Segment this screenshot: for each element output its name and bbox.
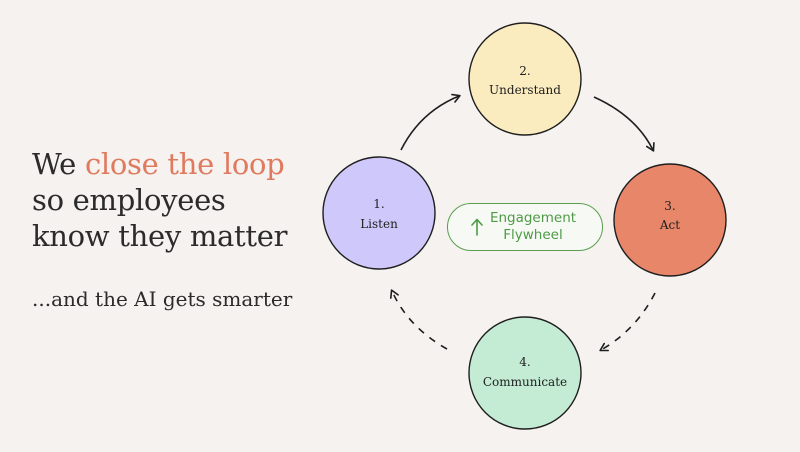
headline-line-2: so employees xyxy=(32,183,226,217)
node-listen-number: 1. xyxy=(373,197,384,211)
node-act-circle xyxy=(613,163,727,277)
headline: We close the loop so employees know they… xyxy=(32,146,322,254)
node-understand-label: Understand xyxy=(489,83,561,97)
node-listen-label: Listen xyxy=(360,217,398,231)
node-understand-number: 2. xyxy=(519,64,530,78)
subline: ...and the AI gets smarter xyxy=(32,287,293,311)
node-communicate: 4. Communicate xyxy=(468,316,582,430)
arrow-act-to-communicate xyxy=(599,292,656,352)
headline-line-1: We close the loop xyxy=(32,146,322,182)
node-act-number: 3. xyxy=(664,199,675,213)
arrow-listen-to-understand xyxy=(400,93,461,151)
node-communicate-label: Communicate xyxy=(483,375,567,389)
node-listen-circle xyxy=(322,156,436,270)
node-understand: 2. Understand xyxy=(468,22,582,136)
up-arrow-icon xyxy=(468,216,486,238)
headline-prefix: We xyxy=(32,147,85,181)
node-act: 3. Act xyxy=(613,163,727,277)
arrow-understand-to-act xyxy=(593,96,655,152)
badge-line-1: Engagement xyxy=(489,210,577,226)
node-act-label: Act xyxy=(659,218,680,232)
engagement-flywheel-badge: Engagement Flywheel xyxy=(447,203,603,251)
node-understand-circle xyxy=(468,22,582,136)
node-communicate-circle xyxy=(468,316,582,430)
badge-line-2: Flywheel xyxy=(503,227,563,243)
arrow-communicate-to-listen xyxy=(389,289,448,350)
headline-accent: close the loop xyxy=(84,147,285,181)
node-communicate-number: 4. xyxy=(519,355,530,369)
badge-text: Engagement Flywheel xyxy=(490,210,576,244)
headline-line-3: know they matter xyxy=(32,219,288,253)
node-listen: 1. Listen xyxy=(322,156,436,270)
